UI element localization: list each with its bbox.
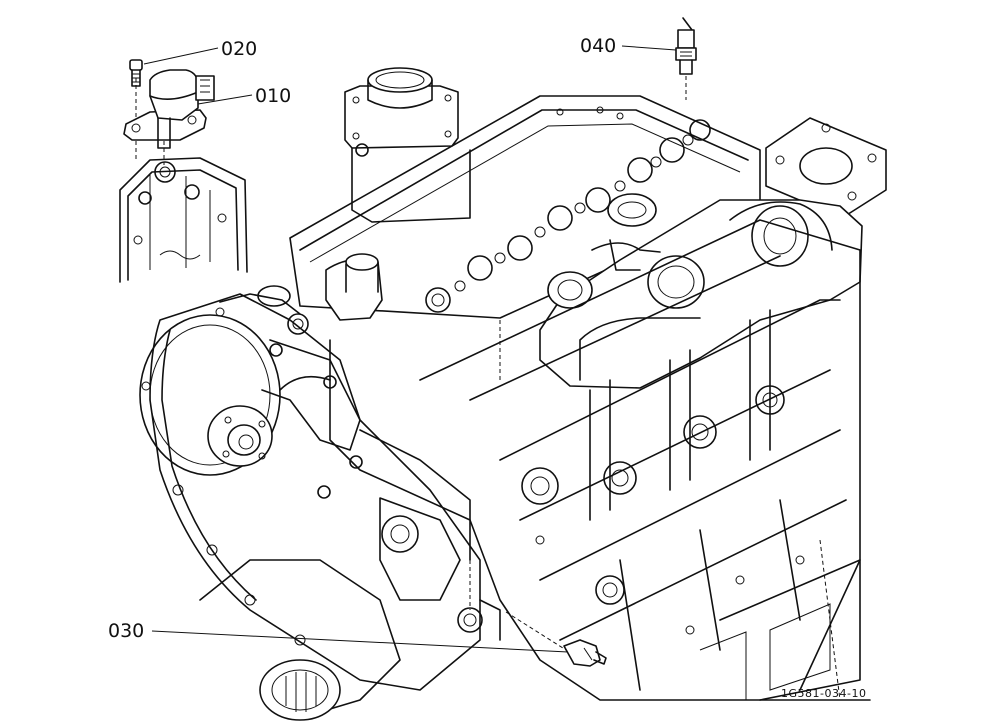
callout-label-030: 030 (108, 620, 144, 642)
sensor-010 (123, 69, 215, 149)
head-ports (425, 106, 711, 313)
callout-label-020: 020 (221, 38, 257, 60)
exhaust-flange (765, 117, 887, 219)
sensor-030 (505, 611, 607, 667)
exhaust-manifold (539, 193, 863, 389)
callout-label-010: 010 (255, 85, 291, 107)
sensor-040 (675, 17, 697, 100)
callout-020: 020 (143, 38, 257, 65)
engine-block (289, 67, 887, 701)
callout-010: 010 (197, 85, 291, 107)
callout-030: 030 (108, 620, 569, 653)
document-id: 1G581-034-10 (781, 687, 866, 700)
gear-case-front (139, 253, 501, 721)
thermostat-housing (344, 67, 471, 223)
callout-040: 040 (580, 35, 677, 57)
water-pump-pulley (207, 405, 273, 467)
callout-label-040: 040 (580, 35, 616, 57)
bolt-020 (129, 59, 143, 87)
inset-sensor-assembly (119, 59, 248, 283)
